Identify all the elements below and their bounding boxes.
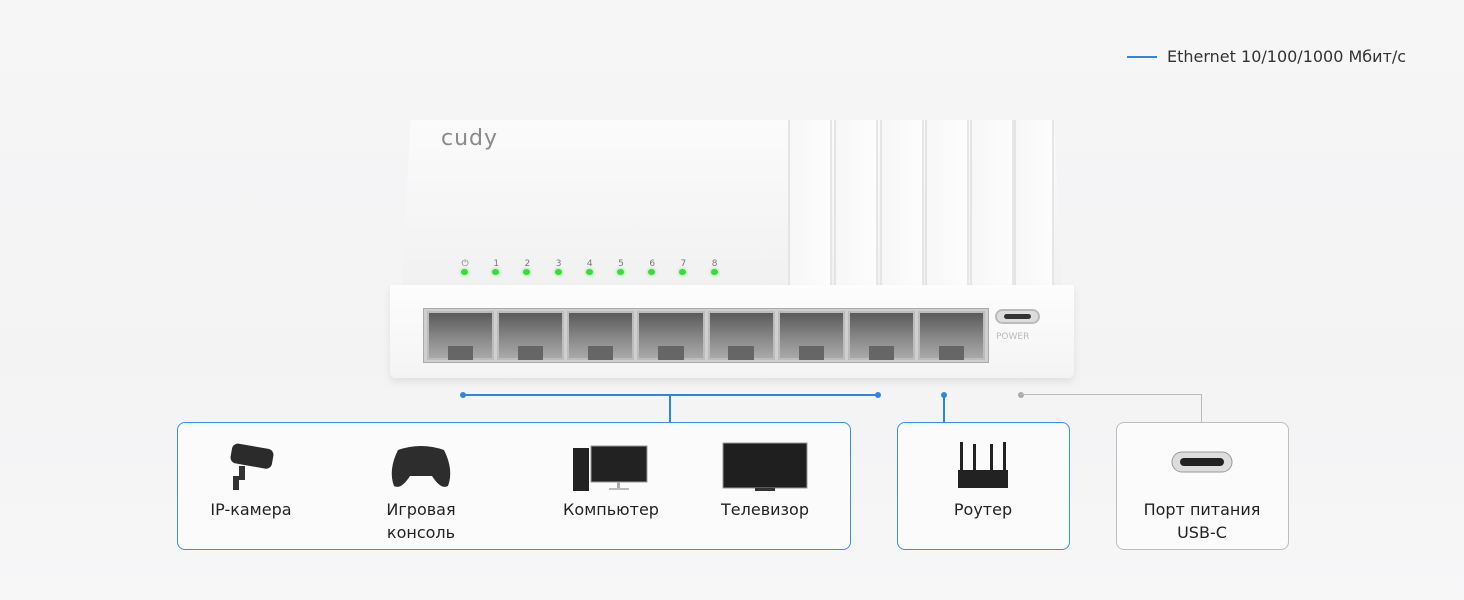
device-tv: Телевизор bbox=[690, 440, 840, 521]
device-label: Компьютер bbox=[563, 500, 659, 519]
led-label: 2 bbox=[524, 259, 531, 269]
connector-line bbox=[1201, 394, 1202, 422]
device-label: IP-камера bbox=[210, 500, 292, 519]
led-indicator bbox=[492, 269, 500, 275]
vent-fin bbox=[880, 120, 924, 286]
vent-fin bbox=[788, 120, 832, 286]
led-indicator bbox=[554, 269, 562, 275]
connector-dot bbox=[875, 392, 881, 398]
led-indicator bbox=[710, 269, 718, 275]
gamepad-icon bbox=[346, 440, 496, 492]
led-label: ⏻ bbox=[461, 259, 469, 269]
legend-label: Ethernet 10/100/1000 Мбит/с bbox=[1167, 47, 1407, 66]
router-label: Роутер bbox=[953, 500, 1013, 519]
led-label: 8 bbox=[711, 259, 718, 269]
vent-fin bbox=[834, 120, 878, 286]
led-indicator bbox=[617, 269, 624, 275]
usb-group bbox=[1116, 422, 1289, 550]
led-label: 7 bbox=[680, 259, 687, 269]
led-label: 1 bbox=[493, 259, 500, 269]
device-router: Роутер bbox=[908, 440, 1058, 521]
vent-fin bbox=[1014, 120, 1054, 286]
led-label: 6 bbox=[649, 259, 656, 269]
led-label: 3 bbox=[555, 259, 562, 269]
ethernet-port bbox=[497, 311, 565, 360]
device-label: Телевизор bbox=[721, 500, 809, 519]
computer-icon bbox=[536, 440, 686, 492]
vent-fin bbox=[970, 120, 1014, 286]
usb-c-port bbox=[995, 309, 1040, 324]
ethernet-port bbox=[567, 311, 635, 360]
led-indicator bbox=[523, 269, 531, 275]
brand-logo: cudy bbox=[441, 126, 499, 151]
connector-line bbox=[1021, 394, 1202, 395]
ethernet-port bbox=[847, 311, 915, 360]
device-label: Игровая bbox=[386, 500, 456, 519]
ethernet-port bbox=[707, 311, 775, 360]
led-indicator bbox=[648, 269, 656, 275]
connector-dot bbox=[1018, 392, 1024, 398]
power-label: POWER bbox=[996, 332, 1030, 342]
led-indicator bbox=[679, 269, 687, 275]
device-label: консоль bbox=[386, 523, 456, 542]
led-indicator bbox=[585, 269, 593, 275]
led-indicator bbox=[461, 269, 468, 275]
usb-c-power: Порт питания USB-C bbox=[1127, 440, 1277, 544]
legend-line bbox=[1127, 56, 1157, 58]
vent-fin bbox=[925, 120, 969, 286]
tv-icon bbox=[690, 440, 840, 492]
connector-line bbox=[669, 395, 671, 422]
ip-camera-icon bbox=[176, 440, 326, 492]
ethernet-ports bbox=[423, 308, 989, 363]
led-label: 4 bbox=[586, 259, 593, 269]
device-ip-camera: IP-камера bbox=[176, 440, 326, 521]
ethernet-port bbox=[637, 311, 705, 360]
usb-label: USB-C bbox=[1177, 523, 1227, 542]
ethernet-port bbox=[427, 311, 495, 360]
usb-label: Порт питания bbox=[1143, 500, 1261, 519]
device-game-console: Игровая консоль bbox=[346, 440, 496, 544]
usb-c-icon bbox=[1127, 440, 1277, 492]
device-computer: Компьютер bbox=[536, 440, 686, 521]
led-label: 5 bbox=[618, 259, 624, 269]
ethernet-port bbox=[777, 311, 845, 360]
router-icon bbox=[908, 440, 1058, 492]
connector-line bbox=[943, 395, 945, 422]
connector-dot bbox=[460, 392, 466, 398]
ethernet-port bbox=[917, 311, 985, 360]
